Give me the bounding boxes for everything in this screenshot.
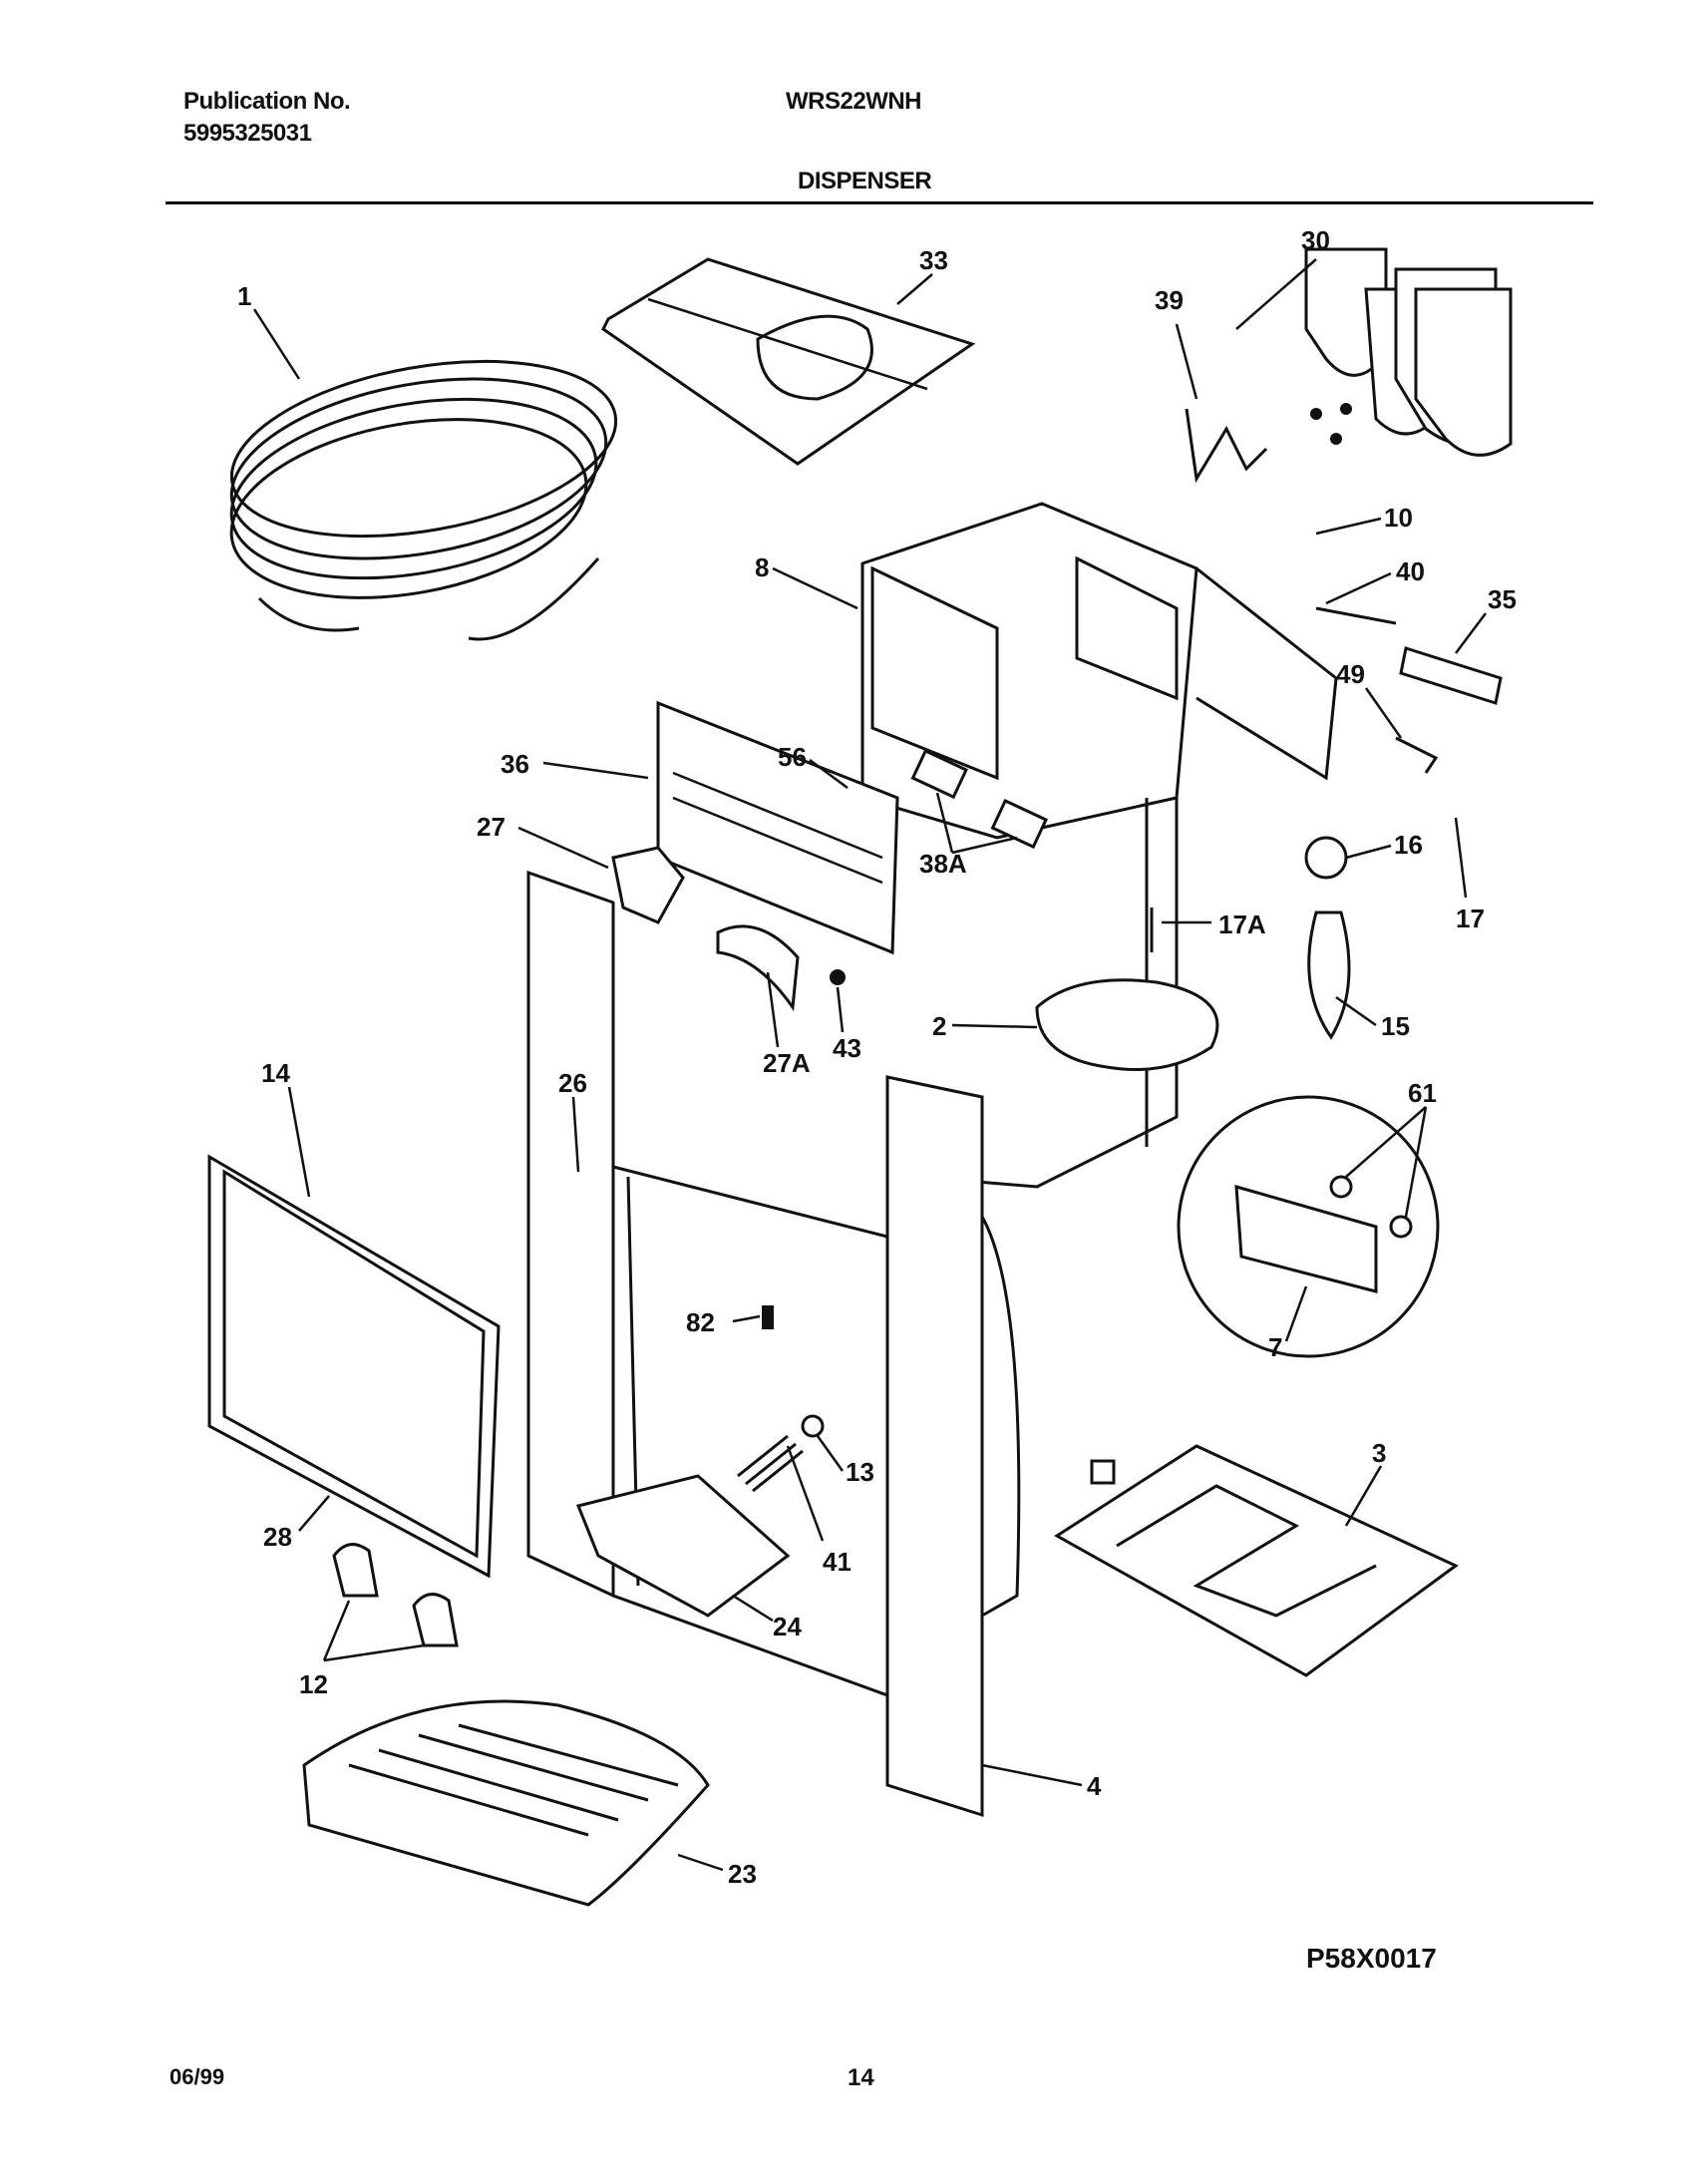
actuator-bracket [611, 846, 685, 924]
callout-38A: 38A [919, 849, 967, 879]
water-tube-coil [229, 359, 618, 641]
callout-33: 33 [919, 245, 948, 275]
lamp-bulb [1307, 910, 1351, 1040]
spring-41 [737, 1434, 804, 1493]
callout-8: 8 [755, 552, 769, 582]
washer-13 [801, 1414, 825, 1438]
callout-23: 23 [728, 1859, 757, 1889]
callout-61: 61 [1408, 1078, 1437, 1108]
base-enclosure [612, 1165, 888, 1697]
ice-actuator [575, 1474, 791, 1618]
screw-43 [830, 969, 846, 985]
callout-36: 36 [501, 749, 529, 779]
cam-lever [716, 924, 800, 1012]
page-number: 14 [848, 2064, 874, 2091]
wire-40 [1315, 606, 1397, 625]
callout-17: 17 [1456, 904, 1485, 933]
dispenser-housing [860, 502, 1338, 1189]
callout-12: 12 [299, 1669, 328, 1699]
footer-date: 06/99 [170, 2064, 225, 2089]
callout-14: 14 [261, 1058, 290, 1088]
header-rule [166, 201, 1593, 204]
callout-35: 35 [1488, 584, 1517, 614]
callout-4: 4 [1087, 1771, 1102, 1801]
chute-ring [1035, 978, 1219, 1071]
callout-15: 15 [1381, 1011, 1410, 1041]
drip-tray [302, 1699, 710, 1907]
callout-28: 28 [263, 1522, 292, 1552]
publication-number: 5995325031 [183, 120, 312, 147]
callout-7: 7 [1268, 1332, 1282, 1362]
callout-30: 30 [1301, 225, 1330, 255]
publication-label: Publication No. [183, 88, 351, 115]
callout-16: 16 [1394, 830, 1423, 860]
callout-82: 82 [686, 1307, 715, 1337]
clip-49 [1395, 736, 1439, 774]
dispenser-cover [207, 1154, 501, 1579]
model-number: WRS22WNH [786, 88, 922, 115]
switch-lower [990, 798, 1048, 850]
callout-10: 10 [1384, 503, 1413, 533]
switch-detail-circle [1177, 1095, 1440, 1358]
callout-24: 24 [773, 1612, 802, 1641]
section-title: DISPENSER [798, 168, 932, 194]
callout-56: 56 [778, 742, 807, 772]
callout-40: 40 [1396, 556, 1425, 586]
callout-49: 49 [1336, 659, 1365, 689]
callout-41: 41 [823, 1547, 852, 1577]
callout-3: 3 [1372, 1438, 1386, 1468]
screw-82 [762, 1305, 774, 1329]
hinge-clip-left [332, 1543, 379, 1598]
callout-43: 43 [833, 1033, 861, 1063]
leader-lines [252, 258, 1487, 1872]
callout-2: 2 [932, 1011, 946, 1041]
callout-26: 26 [558, 1068, 587, 1098]
front-trim-panel [885, 1075, 984, 1818]
callout-13: 13 [846, 1457, 874, 1487]
sensor-tube [1399, 646, 1503, 705]
filter-housing [1304, 247, 1513, 457]
callout-17A: 17A [1218, 910, 1266, 939]
side-panel [526, 870, 615, 1599]
hinge-clip-right [412, 1593, 459, 1647]
lamp-socket [1304, 836, 1348, 880]
wire-bracket [1185, 408, 1268, 484]
figure-code: P58X0017 [1306, 1943, 1437, 1974]
callout-39: 39 [1155, 285, 1184, 315]
callout-1: 1 [237, 281, 251, 311]
switch-upper [910, 748, 968, 800]
callout-27: 27 [477, 812, 506, 842]
heater-element [1054, 1444, 1459, 1677]
callout-27A: 27A [763, 1048, 811, 1078]
cover-plate [601, 257, 976, 466]
